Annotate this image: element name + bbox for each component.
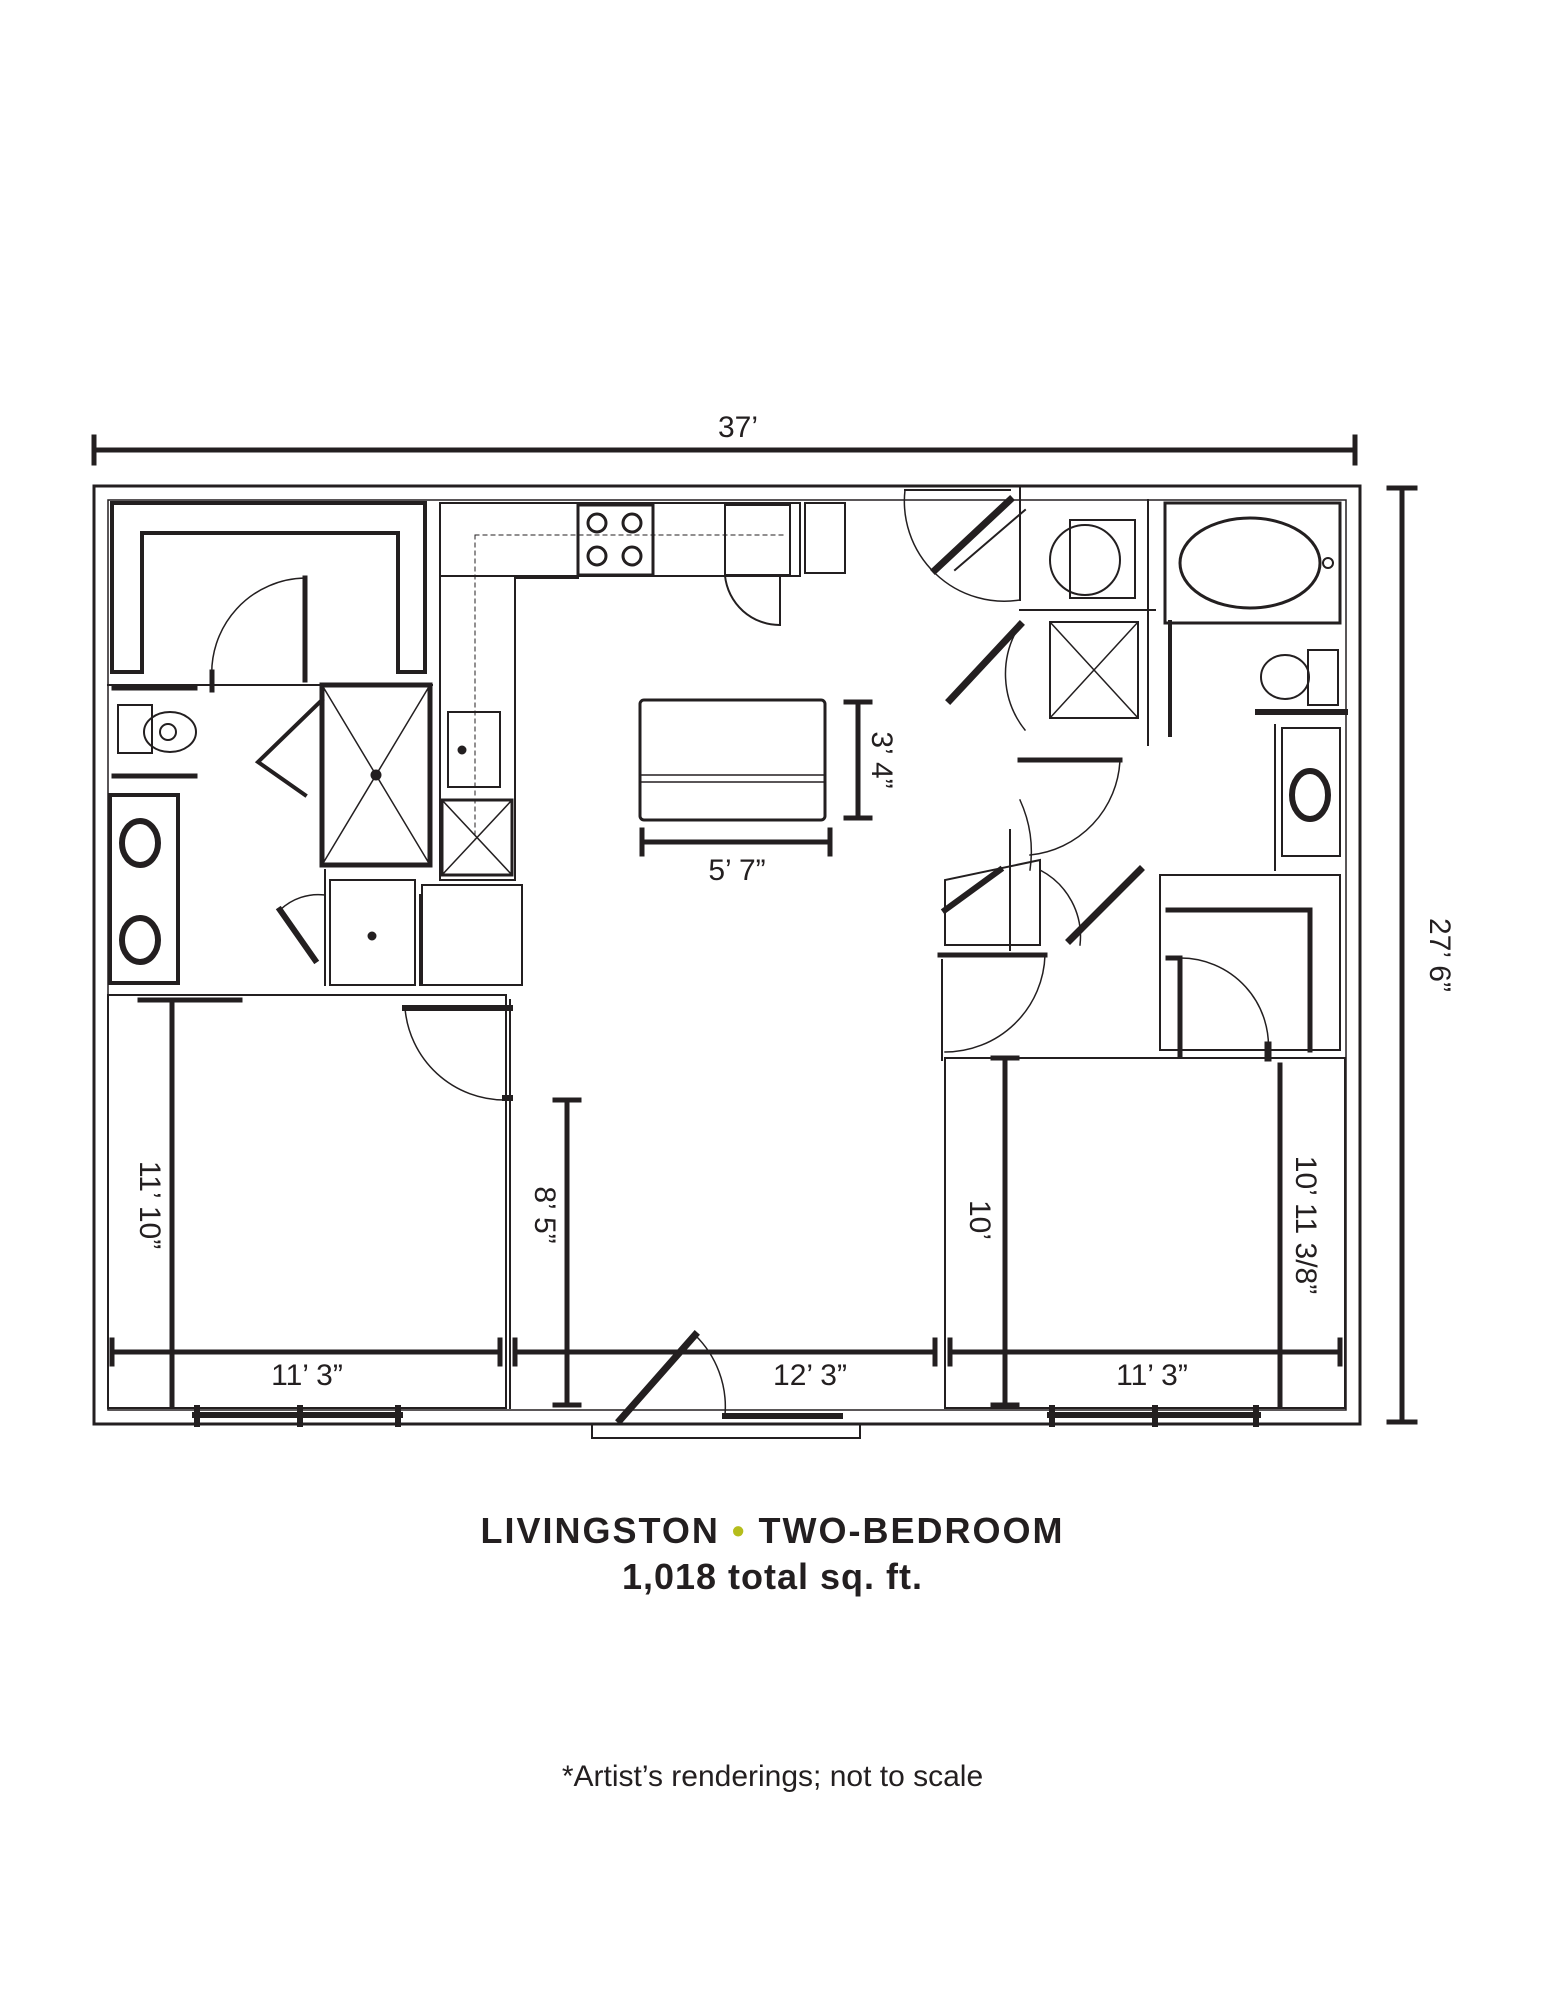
pantry — [421, 884, 523, 986]
island-width-label: 5’ 7” — [708, 854, 765, 887]
kitchen-sink — [447, 711, 501, 788]
bathtub — [1163, 501, 1342, 625]
left-vanity — [108, 793, 180, 985]
left-bathroom — [107, 682, 433, 1003]
living-depth-label: 8’ 5” — [528, 1186, 561, 1243]
plan-area: 1,018 total sq. ft. — [621, 1556, 924, 1597]
island-depth-label: 3’ 4” — [865, 731, 898, 788]
island-depth-dimension — [843, 699, 873, 821]
room-partitions — [107, 994, 1346, 1409]
left-shower — [319, 682, 433, 868]
left-bedroom-door — [402, 999, 513, 1409]
island-width-dimension — [639, 827, 833, 857]
right-sink — [1289, 768, 1331, 822]
linen-corner — [937, 858, 1145, 958]
title-separator: • — [731, 1510, 747, 1551]
dishwasher — [440, 798, 514, 877]
laundry-area — [903, 487, 1156, 856]
bedroom-right-depth-a-label: 10’ — [963, 1200, 996, 1240]
plan-title: LIVINGSTON • TWO-BEDROOM — [0, 1510, 1545, 1552]
kitchen-counter — [439, 502, 801, 577]
left-sink-2 — [119, 915, 161, 965]
right-vanity — [1281, 727, 1341, 857]
windows — [192, 1405, 1261, 1427]
right-bathroom — [1159, 501, 1348, 1062]
entry-door — [591, 1330, 861, 1439]
plan-type: TWO-BEDROOM — [758, 1510, 1065, 1551]
overall-depth-dimension — [1386, 485, 1418, 1425]
overall-width-label: 37’ — [718, 411, 758, 444]
washer — [1049, 621, 1139, 719]
left-toilet — [117, 704, 153, 754]
bedroom-right-depth-b-label: 10’ 11 3/8” — [1289, 1156, 1322, 1294]
right-bedroom-door — [941, 799, 1046, 1061]
bedroom-left-width-label: 11’ 3” — [271, 1359, 343, 1392]
cooktop — [576, 503, 655, 577]
room-dimension-lines — [109, 1002, 1343, 1408]
overall-width-dimension — [91, 434, 1358, 466]
kitchen-island — [638, 698, 827, 822]
kitchen — [419, 502, 846, 986]
dryer — [1069, 519, 1136, 599]
living-width-label: 12’ 3” — [773, 1359, 847, 1392]
right-toilet — [1307, 649, 1339, 706]
disclaimer-note: *Artist’s renderings; not to scale — [561, 1760, 984, 1793]
left-sink-1 — [119, 818, 161, 868]
bedroom-left-depth-label: 11’ 10” — [133, 1161, 166, 1249]
refrigerator — [724, 504, 791, 576]
left-closet — [110, 501, 427, 693]
plan-name: LIVINGSTON — [480, 1510, 720, 1551]
overall-depth-label: 27’ 6” — [1423, 918, 1456, 992]
bedroom-right-width-label: 11’ 3” — [1116, 1359, 1188, 1392]
